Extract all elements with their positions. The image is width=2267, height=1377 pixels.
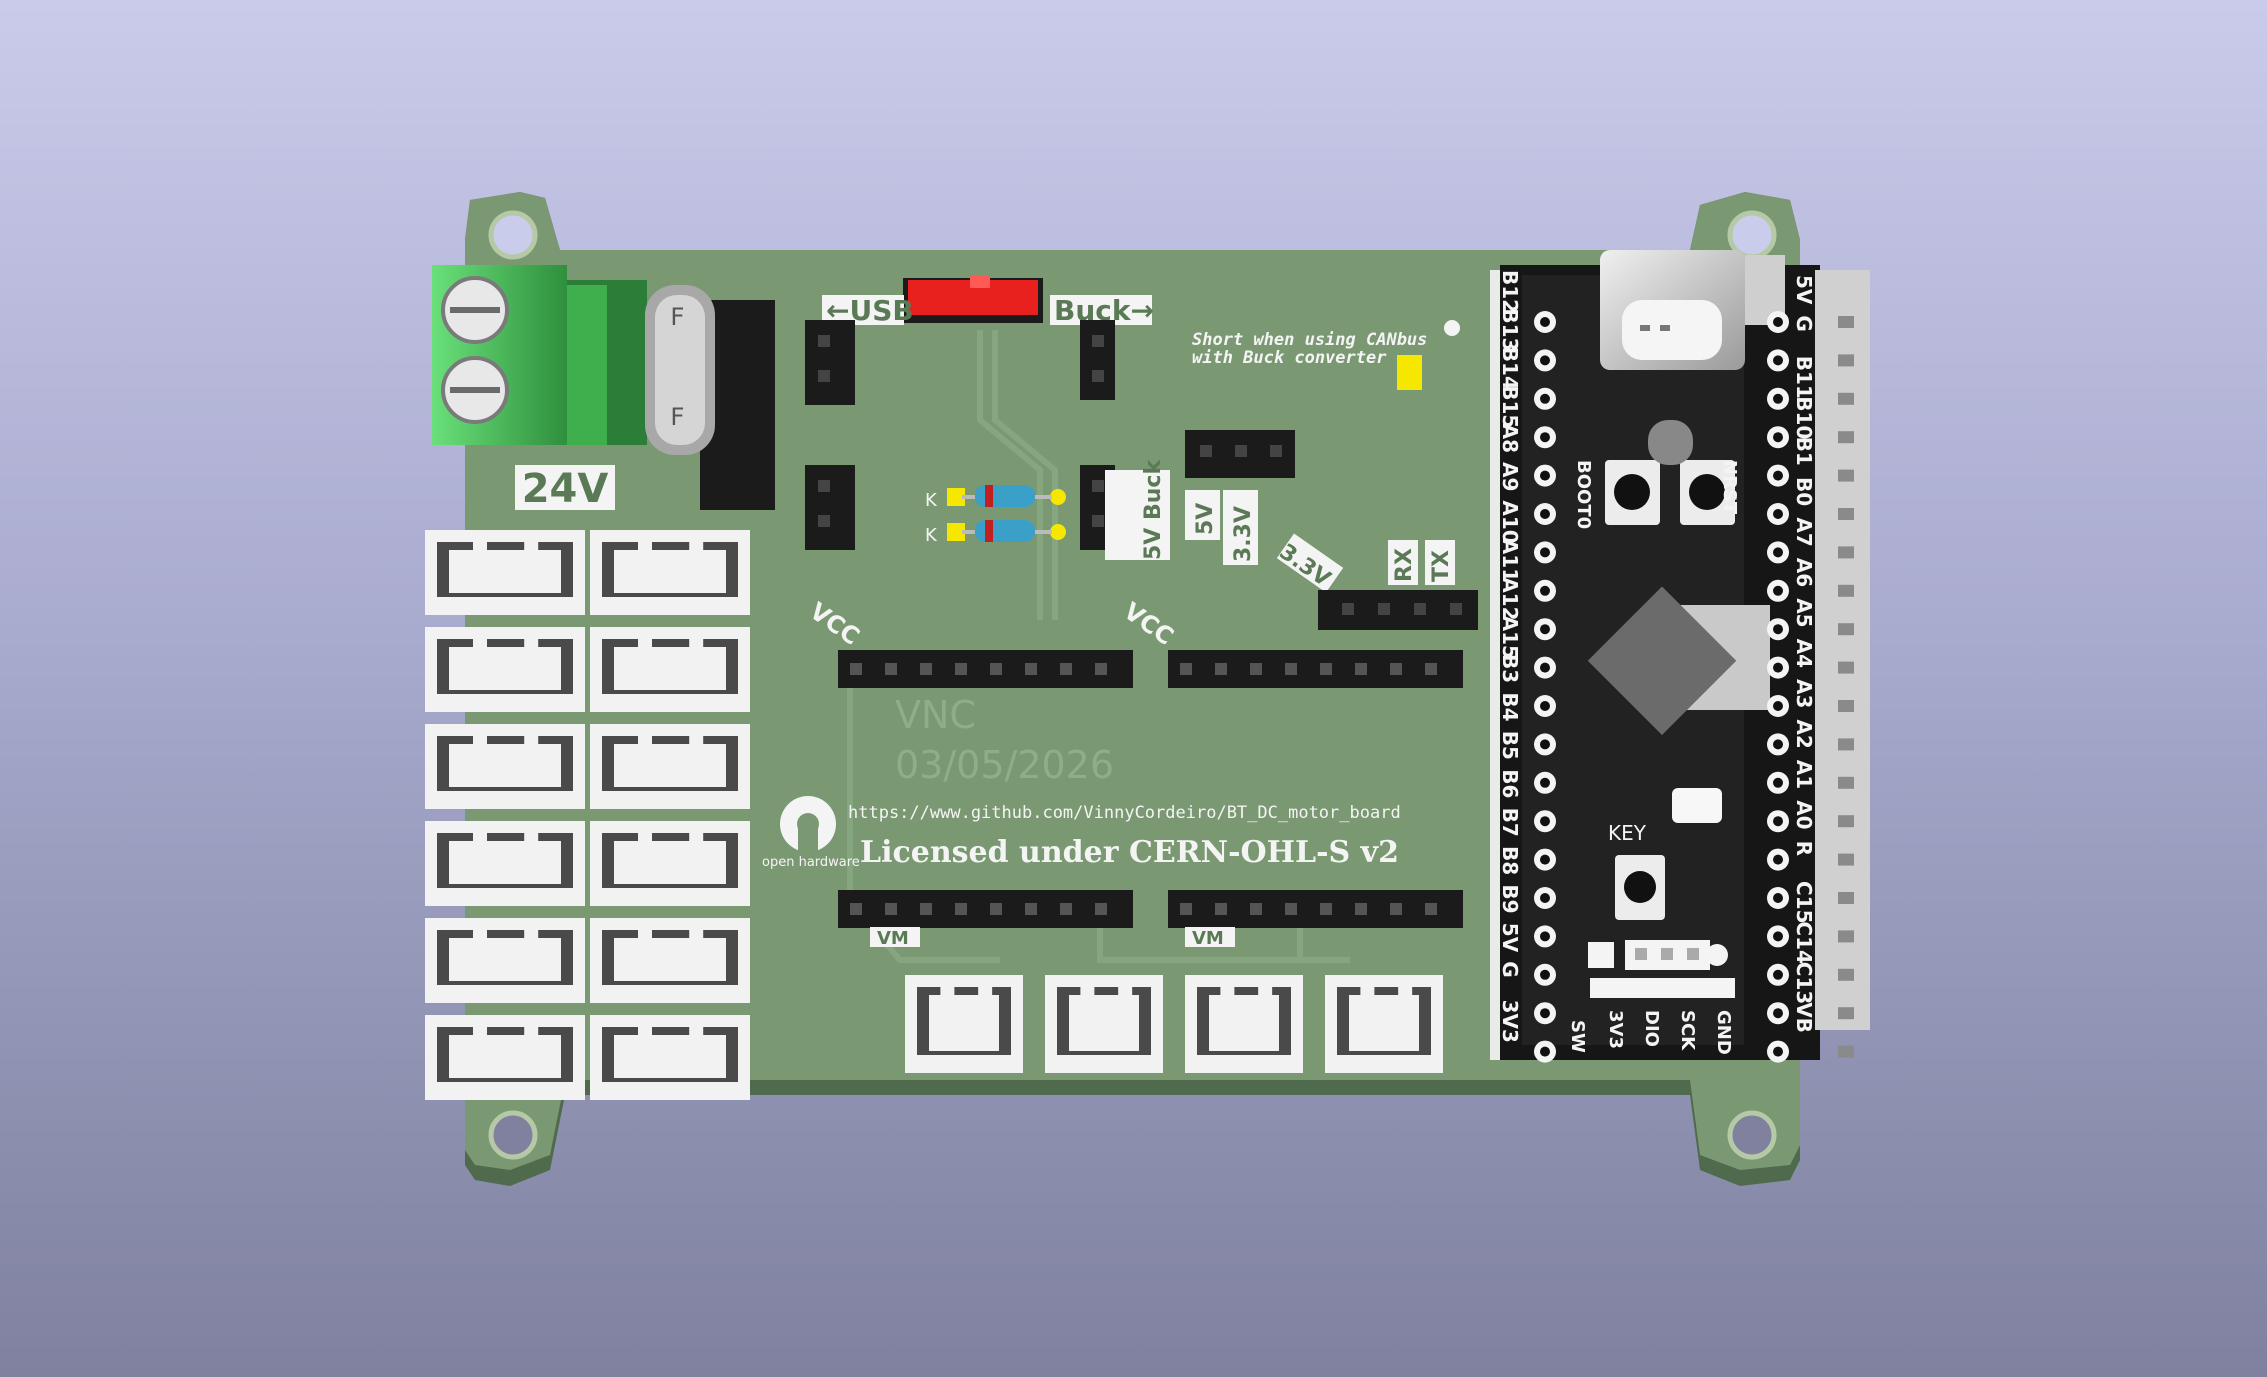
license-label: Licensed under CERN-OHL-S v2 [860, 835, 1399, 870]
bluepill-right-pin-label: B0 [1792, 477, 1816, 506]
bluepill-right-pin-label: A0 [1792, 800, 1816, 829]
fuse-holder: F F [645, 285, 775, 510]
bluepill-left-pin-label: B5 [1498, 731, 1522, 760]
bluepill-right-pin-label: G [1792, 315, 1816, 331]
driver-header-bottom-right [1168, 890, 1463, 928]
bluepill-left-pin-label: A12 [1498, 577, 1522, 620]
swd-pin-label: SCK [1677, 1010, 1698, 1051]
vm-right-label: VM [1192, 928, 1224, 949]
bluepill-left-pin-label: B7 [1498, 808, 1522, 837]
nrst-label: NRST [1719, 460, 1740, 515]
bluepill-left-pin-label: A8 [1498, 424, 1522, 453]
short-note-line2: with Buck converter [1192, 348, 1387, 368]
diodes [947, 485, 1066, 542]
power-terminal-block [432, 265, 647, 445]
bluepill-right-pin-label: B1 [1792, 437, 1816, 466]
key-label: KEY [1608, 821, 1647, 845]
bluepill-right-pin-label: A3 [1792, 679, 1816, 708]
bluepill-left-pin-label: A15 [1498, 616, 1522, 659]
bluepill-right-pin-label: A1 [1792, 760, 1816, 789]
bluepill-left-pin-label: B4 [1498, 692, 1522, 721]
swd-sw-label: SW [1567, 1020, 1588, 1053]
bluepill-left-pin-label: B9 [1498, 884, 1522, 913]
bluepill-left-pin-label: 5V [1498, 923, 1522, 953]
bluepill-left-pin-label: B8 [1498, 846, 1522, 875]
bluepill-left-pin-label: B14 [1498, 347, 1522, 390]
power-label-bg [515, 465, 615, 510]
bluepill-right-pin-label: A7 [1792, 517, 1816, 546]
bluepill-left-pin-label: B13 [1498, 308, 1522, 351]
bluepill-right-pin-label: A4 [1792, 639, 1816, 668]
bluepill-left-pin-label: A9 [1498, 462, 1522, 491]
bluepill-right-pin-label: VB [1792, 1002, 1816, 1033]
diode-k1-label: K [925, 490, 938, 511]
svg-text:F: F [670, 303, 684, 331]
driver-header-top-left [838, 650, 1133, 688]
buck-5v-label: 5V Buck [1141, 459, 1166, 560]
boot0-label: BOOT0 [1573, 460, 1594, 529]
bluepill-left-pin-label: 3V3 [1498, 1000, 1522, 1043]
bluepill-right-pin-label: R [1792, 841, 1816, 856]
bluepill-right-pin-label: A6 [1792, 558, 1816, 587]
bluepill-right-pin-label: C14 [1792, 921, 1816, 964]
bluepill-left-pin-label: B3 [1498, 654, 1522, 683]
rx-label: RX [1392, 548, 1417, 582]
mcu-chip [1587, 586, 1737, 735]
tx-label: TX [1429, 550, 1454, 582]
bluepill-right-pin-label: A2 [1792, 719, 1816, 748]
bluepill-right-pin-label: B11 [1792, 356, 1816, 399]
bluepill-left-pin-label: B6 [1498, 769, 1522, 798]
short-note-line1: Short when using CANbus [1192, 330, 1427, 350]
driver-header-bottom-left [838, 890, 1133, 928]
bluepill-left-pin-label: B15 [1498, 385, 1522, 428]
bluepill-left-pin-label: A10 [1498, 500, 1522, 543]
bluepill-left-pin-label: G [1498, 961, 1522, 977]
swd-pin-label: DIO [1641, 1010, 1662, 1047]
mounting-hole-bottom-right [1727, 1110, 1777, 1160]
buck-5v-label-bg [1105, 470, 1170, 560]
oshw-label: open hardware [762, 855, 860, 870]
bluepill-right-pin-label: C15 [1792, 881, 1816, 924]
driver-header-top-right [1168, 650, 1463, 688]
bluepill-right-pin-label: A5 [1792, 598, 1816, 627]
3v3-label: 3.3V [1231, 506, 1256, 562]
diode-k2-label: K [925, 525, 938, 546]
bluepill-left-pin-label: B12 [1498, 270, 1522, 313]
bluepill-right-pin-label: C13 [1792, 962, 1816, 1005]
mounting-hole-top-left [488, 210, 538, 260]
svg-text:F: F [670, 403, 684, 431]
mounting-hole-bottom-left [488, 1110, 538, 1160]
solder-jumper [1397, 355, 1422, 390]
power-select-switch[interactable] [903, 276, 1043, 323]
oshw-logo-icon [780, 796, 836, 853]
bluepill-right-pin-label: B10 [1792, 396, 1816, 439]
bluepill-left-pin-label: A11 [1498, 539, 1522, 582]
date-label: 03/05/2026 [895, 743, 1114, 787]
power-input-label: 24V [522, 466, 609, 512]
bluepill-right-pin-label: 5V [1792, 275, 1816, 305]
swd-pin-label: GND [1713, 1010, 1734, 1055]
swd-pin-label: 3V3 [1605, 1010, 1626, 1049]
vm-left-label: VM [877, 928, 909, 949]
author-label: VNC [895, 693, 976, 737]
5v-label: 5V [1193, 503, 1218, 535]
repo-url: https://www.github.com/VinnyCordeiro/BT_… [848, 803, 1401, 823]
